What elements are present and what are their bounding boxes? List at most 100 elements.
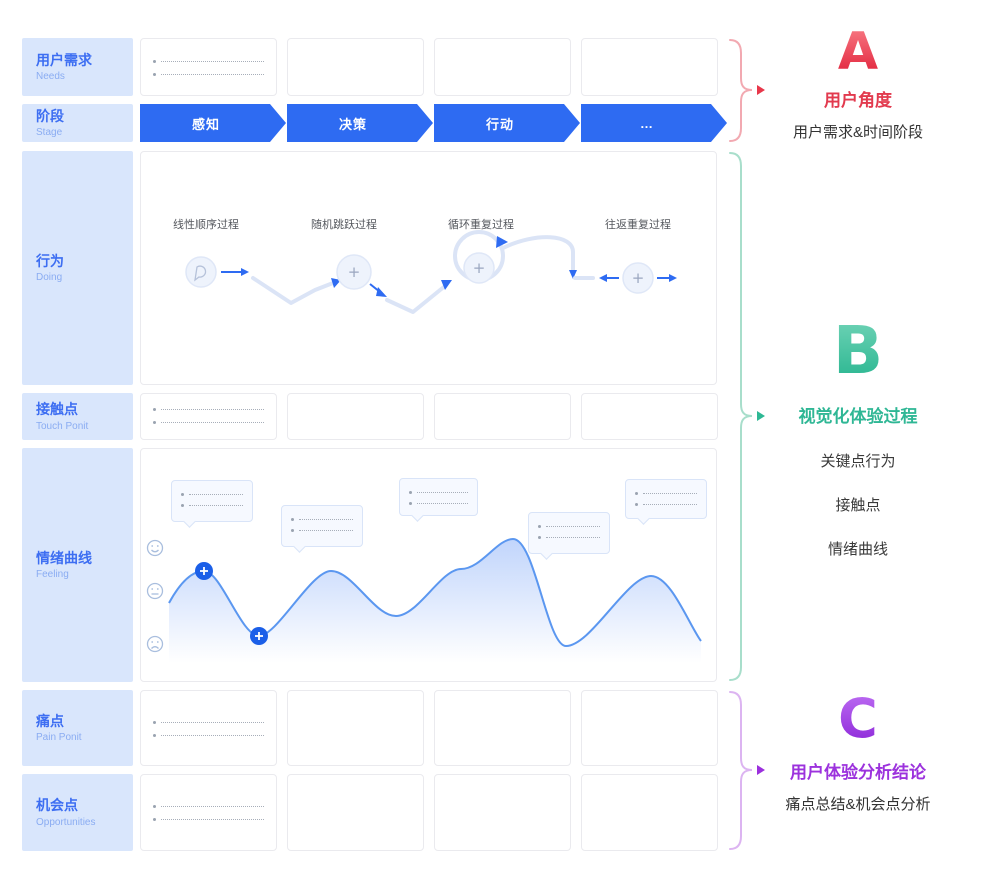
- row-label-needs-en: Needs: [36, 71, 65, 83]
- painpoint-cell-3[interactable]: [434, 690, 571, 766]
- placeholder-line: [181, 502, 243, 509]
- annotation-b-item-1: 关键点行为: [820, 453, 896, 470]
- feeling-panel[interactable]: [140, 448, 717, 682]
- placeholder-line: [153, 57, 264, 65]
- process-label-random: 随机跳跃过程: [311, 219, 377, 231]
- process-label-backforth: 往返重复过程: [605, 219, 671, 231]
- opportunity-cell-2[interactable]: [287, 774, 424, 851]
- needs-cell-1[interactable]: [140, 38, 277, 96]
- placeholder-line: [153, 815, 264, 823]
- curve-tooltip[interactable]: [281, 505, 363, 547]
- annotation-c: C 用户体验分析结论 痛点总结&机会点分析: [758, 692, 958, 814]
- placeholder-line: [291, 527, 353, 534]
- doing-panel[interactable]: 线性顺序过程 随机跳跃过程 循环重复过程 往返重复过程 + +: [140, 151, 717, 385]
- row-label-opportunities-zh: 机会点: [36, 797, 78, 814]
- stage-arrow-3[interactable]: 行动: [434, 104, 580, 142]
- row-label-needs: 用户需求 Needs: [22, 38, 133, 96]
- row-label-painpoint-zh: 痛点: [36, 712, 64, 729]
- placeholder-line: [153, 418, 264, 426]
- row-label-painpoint-en: Pain Ponit: [36, 732, 82, 744]
- annotation-a: A 用户角度 用户需求&时间阶段: [758, 26, 958, 142]
- row-label-doing-zh: 行为: [36, 252, 64, 269]
- stage-arrow-4[interactable]: …: [581, 104, 727, 142]
- touchpoint-cell-2[interactable]: [287, 393, 424, 440]
- row-label-needs-zh: 用户需求: [36, 51, 92, 68]
- emotion-marker[interactable]: [195, 562, 213, 580]
- opportunity-cell-4[interactable]: [581, 774, 718, 851]
- process-node-icon: [185, 256, 217, 288]
- process-label-loop: 循环重复过程: [448, 219, 514, 231]
- annotation-c-subtitle: 痛点总结&机会点分析: [785, 796, 931, 813]
- row-label-painpoint: 痛点 Pain Ponit: [22, 690, 133, 766]
- curve-tooltip[interactable]: [171, 480, 253, 522]
- touchpoint-cell-4[interactable]: [581, 393, 718, 440]
- placeholder-line: [153, 405, 264, 413]
- curve-tooltip[interactable]: [399, 478, 478, 516]
- stage-arrow-2[interactable]: 决策: [287, 104, 433, 142]
- needs-cell-4[interactable]: [581, 38, 718, 96]
- arrow-right-icon: [757, 765, 765, 775]
- annotation-c-title: 用户体验分析结论: [790, 763, 926, 782]
- placeholder-line: [409, 489, 468, 496]
- bracket-a: [729, 39, 765, 142]
- opportunity-cell-1[interactable]: [140, 774, 277, 851]
- annotation-b: B 视觉化体验过程 关键点行为 接触点 情绪曲线: [758, 318, 958, 559]
- plus-node-icon: [463, 252, 495, 284]
- curve-tooltip[interactable]: [528, 512, 610, 554]
- neutral-face-icon: [146, 582, 164, 600]
- bracket-c: [729, 691, 765, 850]
- bracket-b: [729, 152, 765, 681]
- row-label-feeling-zh: 情绪曲线: [36, 549, 92, 566]
- emotion-curve: [146, 537, 702, 663]
- row-label-opportunities-en: Opportunities: [36, 816, 96, 828]
- row-label-doing: 行为 Doing: [22, 151, 133, 385]
- annotation-b-item-2: 接触点: [835, 497, 881, 514]
- placeholder-line: [291, 516, 353, 523]
- annotation-b-letter: B: [832, 312, 884, 389]
- placeholder-line: [153, 802, 264, 810]
- needs-cell-2[interactable]: [287, 38, 424, 96]
- emotion-marker[interactable]: [250, 627, 268, 645]
- curve-tooltip[interactable]: [625, 479, 707, 519]
- row-label-feeling: 情绪曲线 Feeling: [22, 448, 133, 682]
- touchpoint-cell-3[interactable]: [434, 393, 571, 440]
- opportunity-cell-3[interactable]: [434, 774, 571, 851]
- row-label-touchpoint: 接触点 Touch Ponit: [22, 393, 133, 440]
- happy-face-icon: [146, 539, 164, 557]
- svg-text:+: +: [348, 263, 361, 281]
- placeholder-line: [153, 718, 264, 726]
- row-label-stage-zh: 阶段: [36, 107, 64, 124]
- painpoint-cell-4[interactable]: [581, 690, 718, 766]
- placeholder-line: [153, 70, 264, 78]
- sad-face-icon: [146, 635, 164, 653]
- placeholder-line: [538, 534, 600, 541]
- needs-cell-3[interactable]: [434, 38, 571, 96]
- annotation-c-letter: C: [838, 687, 878, 750]
- row-label-opportunities: 机会点 Opportunities: [22, 774, 133, 851]
- row-label-touchpoint-zh: 接触点: [36, 401, 78, 418]
- stage-arrow-1[interactable]: 感知: [140, 104, 286, 142]
- touchpoint-cell-1[interactable]: [140, 393, 277, 440]
- row-label-doing-en: Doing: [36, 272, 63, 284]
- annotation-a-letter: A: [837, 22, 879, 82]
- placeholder-line: [409, 500, 468, 507]
- placeholder-line: [153, 731, 264, 739]
- row-label-stage-en: Stage: [36, 127, 63, 139]
- placeholder-line: [181, 491, 243, 498]
- painpoint-cell-2[interactable]: [287, 690, 424, 766]
- row-label-stage: 阶段 Stage: [22, 104, 133, 142]
- arrow-right-icon: [757, 411, 765, 421]
- placeholder-line: [635, 501, 697, 508]
- svg-text:+: +: [632, 269, 645, 287]
- doing-illustration: + + +: [185, 230, 677, 314]
- arrow-right-icon: [757, 85, 765, 95]
- annotation-b-item-3: 情绪曲线: [827, 541, 888, 558]
- placeholder-line: [635, 490, 697, 497]
- svg-text:+: +: [473, 259, 486, 277]
- plus-node-icon: [336, 254, 372, 290]
- row-label-feeling-en: Feeling: [36, 569, 69, 581]
- annotation-a-title: 用户角度: [824, 91, 892, 110]
- annotation-a-subtitle: 用户需求&时间阶段: [792, 124, 923, 141]
- painpoint-cell-1[interactable]: [140, 690, 277, 766]
